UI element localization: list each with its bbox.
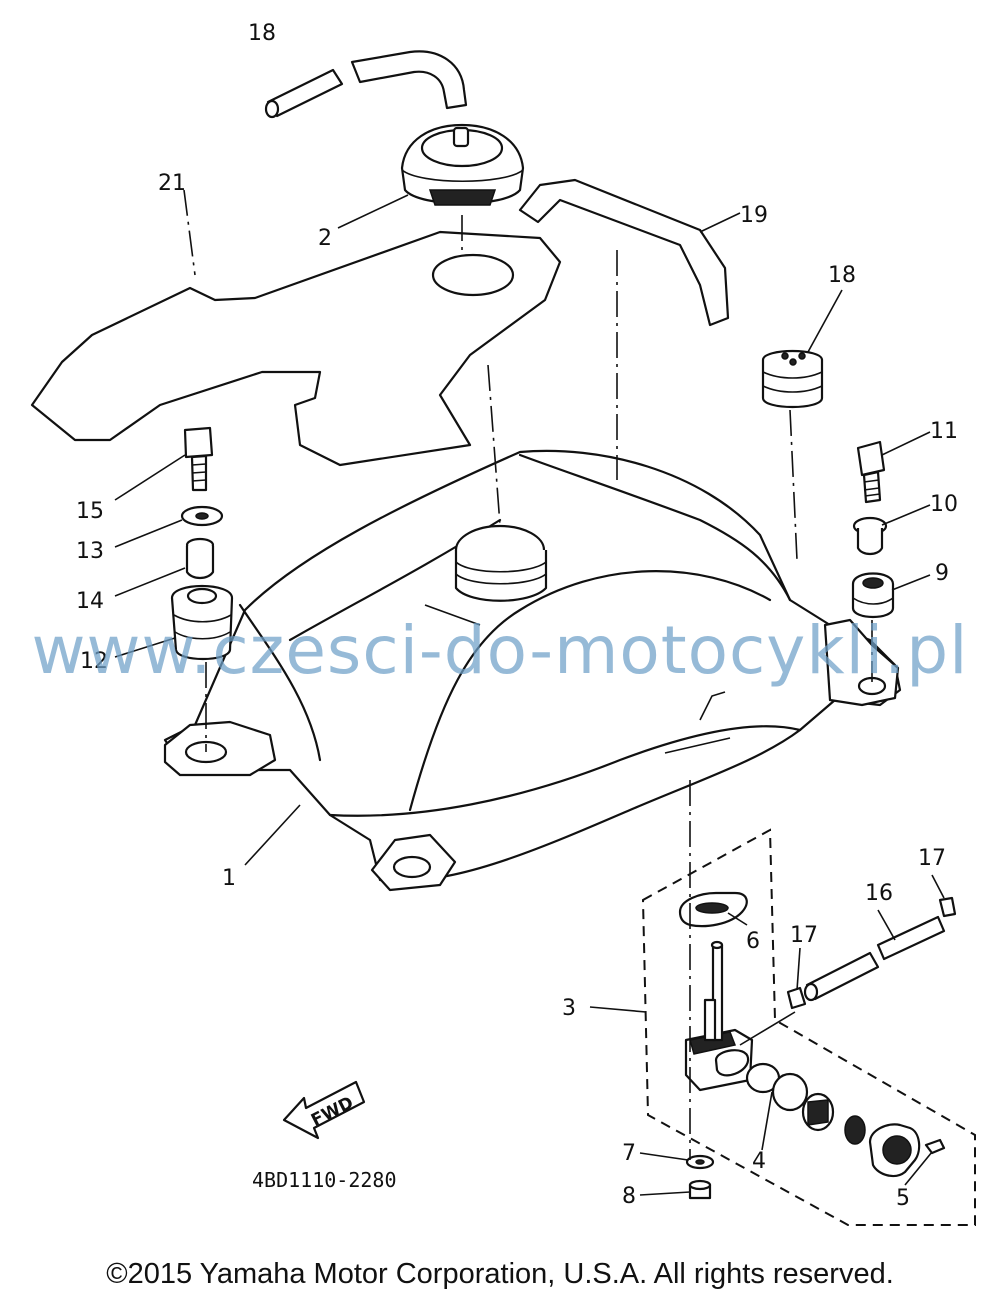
callout-10: 10 <box>930 492 958 517</box>
watermark-text: www.czesci-do-motocykli.pl <box>31 612 969 689</box>
alignment-axes <box>183 189 873 1160</box>
callout-5: 5 <box>896 1186 910 1211</box>
part-2-fuel-cap <box>400 123 525 206</box>
part-1-fuel-tank <box>163 449 902 892</box>
callout-9: 9 <box>935 561 949 586</box>
callout-leaders <box>114 194 945 1196</box>
part-8-screw <box>688 1179 712 1200</box>
part-6-gasket <box>678 891 748 928</box>
part-20-strap <box>518 178 730 327</box>
part-3-group-boundary <box>641 828 976 1226</box>
callout-3: 3 <box>562 996 576 1021</box>
copyright-notice: ©2015 Yamaha Motor Corporation, U.S.A. A… <box>106 1258 894 1290</box>
part-3-fuel-cock <box>684 940 796 1092</box>
callout-17-right: 17 <box>918 846 946 871</box>
part-12-damper <box>170 584 234 660</box>
part-16-hose <box>803 915 946 1002</box>
callout-20: 19 <box>740 203 768 228</box>
callout-15: 15 <box>76 499 104 524</box>
callout-4: 4 <box>752 1149 766 1174</box>
callout-11: 11 <box>930 419 958 444</box>
callout-1: 1 <box>222 866 236 891</box>
part-7-washer <box>685 1154 715 1170</box>
cover-cap-opening <box>431 253 515 297</box>
part-21-cover <box>30 230 562 467</box>
part-4-filter-parts <box>771 1072 866 1145</box>
callout-8: 8 <box>622 1184 636 1209</box>
callout-12: 12 <box>80 649 108 674</box>
part-15-bolt <box>183 426 214 492</box>
callout-16: 16 <box>865 881 893 906</box>
part-14-collar <box>185 537 215 580</box>
callout-17-left: 17 <box>790 923 818 948</box>
diagram-part-code: 4BD1110-2280 <box>252 1168 397 1192</box>
callout-2: 2 <box>318 226 332 251</box>
part-19-damper <box>761 349 824 409</box>
callout-21: 21 <box>158 171 186 196</box>
part-13-washer <box>180 505 224 527</box>
part-18-breather-hose <box>264 50 468 119</box>
fwd-arrow: FWD <box>282 1080 366 1140</box>
callout-7: 7 <box>622 1141 636 1166</box>
part-5-cover-plate <box>868 1123 946 1178</box>
part-10-collar <box>852 516 888 556</box>
callout-13: 13 <box>76 539 104 564</box>
callout-labels: 18 21 2 19 18 11 10 9 15 13 14 12 1 17 1… <box>76 21 958 1211</box>
callout-19: 18 <box>828 263 856 288</box>
callout-6: 6 <box>746 929 760 954</box>
callout-18: 18 <box>248 21 276 46</box>
part-9-grommet <box>851 572 895 619</box>
part-17-clip <box>786 896 957 1010</box>
part-11-bolt <box>856 440 886 504</box>
callout-14: 14 <box>76 589 104 614</box>
